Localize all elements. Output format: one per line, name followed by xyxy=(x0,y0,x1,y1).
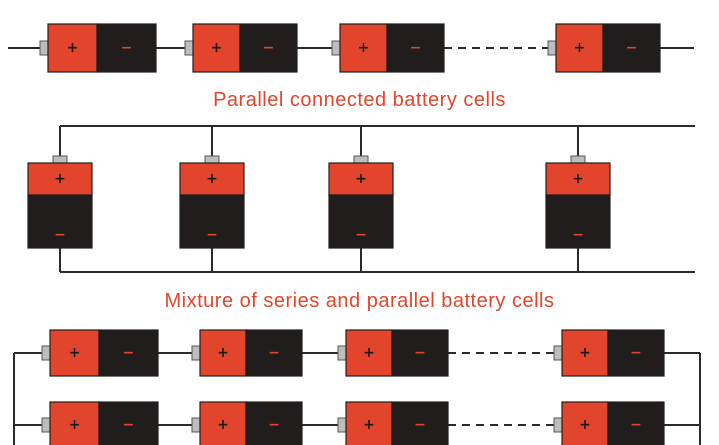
plus-symbol: + xyxy=(358,40,370,56)
cell-negative-section xyxy=(607,329,665,377)
mixture-cell-2-3: +− xyxy=(337,401,449,445)
mixture-heading: Mixture of series and parallel battery c… xyxy=(164,290,555,312)
series-cell-4: +− xyxy=(547,23,661,73)
minus-symbol: − xyxy=(206,227,218,243)
plus-symbol: + xyxy=(579,417,591,433)
minus-symbol: − xyxy=(268,417,280,433)
plus-symbol: + xyxy=(67,40,79,56)
plus-symbol: + xyxy=(363,417,375,433)
plus-symbol: + xyxy=(217,417,229,433)
minus-symbol: − xyxy=(630,345,642,361)
cell-terminal-cap xyxy=(337,345,347,361)
minus-symbol: − xyxy=(123,345,135,361)
parallel-cell-1: +− xyxy=(27,155,93,249)
cell-negative-section xyxy=(245,401,303,445)
cell-negative-section xyxy=(239,23,298,73)
series-cell-1: +− xyxy=(39,23,157,73)
cell-terminal-cap xyxy=(337,417,347,433)
mixture-cell-1-2: +− xyxy=(191,329,303,377)
cell-positive-section xyxy=(179,162,245,196)
cell-positive-section xyxy=(328,162,394,196)
cell-negative-section xyxy=(245,329,303,377)
plus-symbol: + xyxy=(217,345,229,361)
mixture-cell-2-4: +− xyxy=(553,401,665,445)
cell-negative-section xyxy=(386,23,445,73)
plus-symbol: + xyxy=(363,345,375,361)
parallel-cell-3: +− xyxy=(328,155,394,249)
cell-negative-section xyxy=(545,194,611,249)
parallel-cell-2: +− xyxy=(179,155,245,249)
minus-symbol: − xyxy=(121,40,133,56)
cell-terminal-cap xyxy=(41,345,51,361)
minus-symbol: − xyxy=(626,40,638,56)
minus-symbol: − xyxy=(355,227,367,243)
mixture-cell-2-1: +− xyxy=(41,401,159,445)
minus-symbol: − xyxy=(410,40,422,56)
cell-negative-section xyxy=(27,194,93,249)
minus-symbol: − xyxy=(54,227,66,243)
minus-symbol: − xyxy=(414,417,426,433)
cell-terminal-cap xyxy=(191,417,201,433)
cell-positive-section xyxy=(49,401,100,445)
minus-symbol: − xyxy=(123,417,135,433)
plus-symbol: + xyxy=(69,345,81,361)
cell-positive-section xyxy=(47,23,98,73)
cell-terminal-cap xyxy=(570,155,586,164)
cell-terminal-cap xyxy=(191,345,201,361)
cell-positive-section xyxy=(345,401,393,445)
cell-positive-section xyxy=(545,162,611,196)
cell-positive-section xyxy=(561,401,609,445)
minus-symbol: − xyxy=(414,345,426,361)
cell-negative-section xyxy=(96,23,157,73)
plus-symbol: + xyxy=(206,171,218,187)
minus-symbol: − xyxy=(572,227,584,243)
cell-negative-section xyxy=(391,329,449,377)
cell-negative-section xyxy=(602,23,661,73)
cell-terminal-cap xyxy=(39,40,49,56)
mixture-cell-1-1: +− xyxy=(41,329,159,377)
cell-positive-section xyxy=(27,162,93,196)
minus-symbol: − xyxy=(630,417,642,433)
cell-terminal-cap xyxy=(553,417,563,433)
cell-positive-section xyxy=(561,329,609,377)
mixture-cell-2-2: +− xyxy=(191,401,303,445)
cell-terminal-cap xyxy=(204,155,220,164)
cell-negative-section xyxy=(328,194,394,249)
cell-terminal-cap xyxy=(41,417,51,433)
plus-symbol: + xyxy=(355,171,367,187)
plus-symbol: + xyxy=(211,40,223,56)
mixture-cell-1-4: +− xyxy=(553,329,665,377)
plus-symbol: + xyxy=(69,417,81,433)
cell-terminal-cap xyxy=(547,40,557,56)
plus-symbol: + xyxy=(54,171,66,187)
cell-negative-section xyxy=(179,194,245,249)
cell-terminal-cap xyxy=(52,155,68,164)
series-cell-3: +− xyxy=(331,23,445,73)
minus-symbol: − xyxy=(268,345,280,361)
cell-negative-section xyxy=(98,401,159,445)
plus-symbol: + xyxy=(572,171,584,187)
cell-negative-section xyxy=(391,401,449,445)
plus-symbol: + xyxy=(579,345,591,361)
cell-positive-section xyxy=(199,329,247,377)
series-cell-2: +− xyxy=(184,23,298,73)
minus-symbol: − xyxy=(263,40,275,56)
mixture-cell-1-3: +− xyxy=(337,329,449,377)
parallel-heading: Parallel connected battery cells xyxy=(213,89,506,111)
cell-terminal-cap xyxy=(553,345,563,361)
cell-positive-section xyxy=(555,23,604,73)
cell-positive-section xyxy=(199,401,247,445)
cell-negative-section xyxy=(98,329,159,377)
cell-negative-section xyxy=(607,401,665,445)
cell-terminal-cap xyxy=(331,40,341,56)
cell-positive-section xyxy=(345,329,393,377)
parallel-cell-4: +− xyxy=(545,155,611,249)
cell-terminal-cap xyxy=(184,40,194,56)
cell-terminal-cap xyxy=(353,155,369,164)
plus-symbol: + xyxy=(574,40,586,56)
